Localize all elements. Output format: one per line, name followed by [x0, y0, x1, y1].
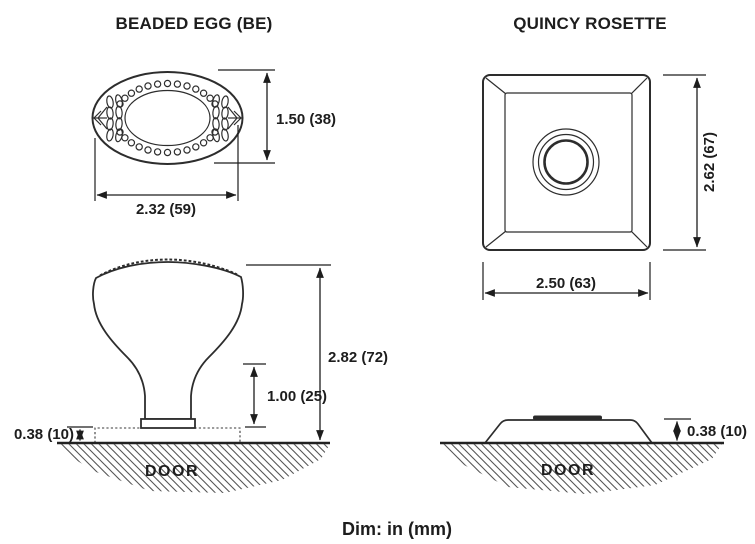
bead — [135, 85, 143, 93]
bead — [199, 139, 208, 147]
beaded-egg-top-view: 1.50 (38) 2.32 (59) — [91, 69, 336, 218]
bead — [121, 94, 129, 102]
rosette-inner-ellipse — [124, 89, 211, 147]
beaded-egg-title: BEADED EGG (BE) — [116, 14, 273, 33]
hub-middle-circle — [537, 133, 595, 191]
dim-label-overall-height: 2.82 (72) — [328, 349, 388, 366]
rosette-side-profile — [484, 419, 653, 444]
bead — [173, 148, 182, 156]
door-hatch-right — [442, 444, 722, 494]
bead — [173, 80, 182, 88]
bead — [163, 79, 172, 88]
bead — [206, 94, 214, 102]
beaded-egg-diagram: BEADED EGG (BE) 1.50 (38) 2.32 (59) — [14, 14, 388, 493]
dim-stem-height: 1.00 (25) — [243, 363, 327, 428]
bevel-corner-line — [630, 230, 648, 248]
dim-label-top-height: 1.50 (38) — [276, 111, 336, 128]
bead — [127, 89, 136, 97]
bead — [127, 139, 136, 147]
hub-bore-circle — [543, 139, 589, 185]
dim-rosette-thickness: 0.38 (10) — [14, 426, 93, 443]
bead — [163, 148, 172, 157]
bead — [192, 85, 200, 93]
dim-label-stem-height: 1.00 (25) — [267, 388, 327, 405]
dim-label-front-height: 2.62 (67) — [701, 132, 718, 192]
quincy-rosette-front-view: 2.62 (67) 2.50 (63) — [482, 74, 718, 300]
dim-label-top-width: 2.32 (59) — [136, 201, 196, 218]
knob-bead-texture — [99, 258, 238, 277]
dim-front-height: 2.62 (67) — [663, 74, 718, 251]
rosette-outer-square — [482, 74, 651, 251]
bead — [153, 80, 162, 88]
dim-top-height: 1.50 (38) — [214, 69, 336, 164]
bead — [199, 89, 208, 97]
door-label-left: DOOR — [145, 463, 199, 480]
dim-label-side-thickness: 0.38 (10) — [687, 423, 747, 440]
door-label-right: DOOR — [541, 462, 595, 479]
bead — [183, 82, 191, 90]
rosette-hub-band — [533, 415, 602, 420]
dim-front-width: 2.50 (63) — [482, 262, 651, 300]
rosette-inner-square — [504, 92, 633, 233]
rosette-profile-dotted — [94, 427, 241, 443]
bead — [153, 148, 162, 156]
quincy-rosette-title: QUINCY ROSETTE — [513, 14, 667, 33]
bead — [183, 146, 191, 154]
bead — [192, 143, 200, 151]
quincy-rosette-side-view: DOOR 0.38 (10) — [440, 415, 747, 494]
dim-label-front-width: 2.50 (63) — [536, 275, 596, 292]
door-hatch-left — [58, 444, 330, 493]
bevel-corner-line — [485, 230, 507, 248]
bevel-corner-line — [630, 77, 648, 95]
dim-side-thickness: 0.38 (10) — [664, 418, 747, 442]
quincy-rosette-diagram: QUINCY ROSETTE 2.62 (67) — [440, 14, 747, 494]
dimension-note: Dim: in (mm) — [342, 519, 452, 539]
bead — [144, 82, 152, 90]
bead — [135, 143, 143, 151]
dim-top-width: 2.32 (59) — [94, 125, 239, 218]
dim-overall-height: 2.82 (72) — [246, 264, 388, 441]
bevel-corner-line — [485, 77, 507, 95]
knob-base-flange — [140, 418, 196, 429]
knob-profile — [92, 261, 244, 420]
bead — [144, 146, 152, 154]
dim-label-rosette-thickness: 0.38 (10) — [14, 426, 74, 443]
hub-outer-circle — [532, 128, 600, 196]
beaded-egg-side-view: DOOR 2.82 (72) 1.00 (25) 0.38 (10) — [14, 258, 388, 493]
